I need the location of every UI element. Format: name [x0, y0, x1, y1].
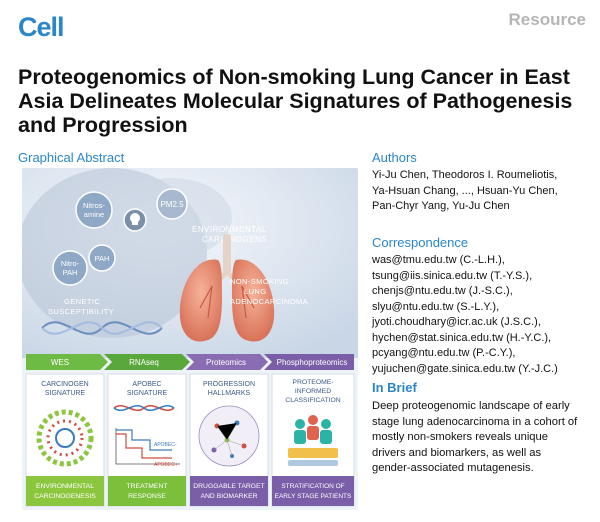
svg-text:CARCINOGENESIS: CARCINOGENESIS	[34, 493, 96, 500]
bubble-nitrosamine: Nitros- amine	[75, 191, 113, 229]
correspondence-email[interactable]: yujuchen@gate.sinica.edu.tw (Y.-J.C.)	[372, 362, 558, 375]
graphical-abstract-figure: Nitros- amine PM2.5 PAH Nitro- PAH ENVIR…	[22, 168, 358, 507]
correspondence-email[interactable]: tsung@iis.sinica.edu.tw (T.-Y.S.),	[372, 269, 533, 282]
label-non-smoking: NON-SMOKING	[230, 277, 289, 286]
pipeline-bar: WES RNAseq Proteomics Phosphoproteomics	[26, 354, 354, 370]
correspondence-email[interactable]: was@tmu.edu.tw (C.-L.H.),	[372, 254, 505, 266]
svg-text:amine: amine	[84, 210, 104, 219]
in-brief-line: gender-associated mutagenesis.	[372, 462, 534, 474]
svg-text:STRATIFICATION OF: STRATIFICATION OF	[281, 483, 344, 490]
svg-text:INFORMED: INFORMED	[295, 388, 331, 395]
author-line: Ya-Hsuan Chang, ..., Hsuan-Yu Chen,	[372, 184, 558, 197]
dna-helix-icon	[41, 321, 163, 335]
correspondence-email[interactable]: hychen@stat.sinica.edu.tw (H.-Y.C.),	[372, 331, 552, 344]
in-brief-line: stage lung adenocarcinoma in a cohort of	[372, 415, 578, 428]
bubble-nitro-pah: Nitro- PAH	[52, 250, 88, 286]
svg-text:ENVIRONMENTAL: ENVIRONMENTAL	[36, 483, 94, 490]
author-line: Yi-Ju Chen, Theodoros I. Roumeliotis,	[372, 169, 558, 181]
svg-text:ADENOCARCINOMA: ADENOCARCINOMA	[230, 297, 308, 306]
svg-text:PAH: PAH	[63, 268, 78, 277]
in-brief-section: In Brief Deep proteogenomic landscape of…	[372, 380, 594, 477]
in-brief-line: mostly non-smokers reveals unique	[372, 431, 548, 443]
svg-text:LUNG: LUNG	[244, 287, 266, 296]
correspondence-section: Correspondence was@tmu.edu.tw (C.-L.H.),…	[372, 235, 594, 377]
lungs-illustration	[179, 234, 275, 342]
correspondence-heading: Correspondence	[372, 235, 469, 250]
svg-text:CARCINOGENS: CARCINOGENS	[202, 235, 267, 244]
author-line: Pan-Chyr Yang, Yu-Ju Chen	[372, 200, 510, 212]
journal-logo: Cell	[18, 12, 65, 42]
in-brief-heading: In Brief	[372, 380, 417, 395]
svg-text:CLASSIFICATION: CLASSIFICATION	[285, 397, 340, 404]
article-type: Resource	[508, 10, 586, 29]
panel-carcinogen-signature: CARCINOGEN SIGNATURE ENVIRONMENTAL CARCI…	[25, 373, 105, 507]
svg-text:EARLY STAGE PATIENTS: EARLY STAGE PATIENTS	[275, 493, 352, 500]
svg-text:DRUGGABLE TARGET: DRUGGABLE TARGET	[193, 483, 265, 490]
apobec-minus-label: APOBEC-	[154, 442, 177, 448]
svg-text:SIGNATURE: SIGNATURE	[45, 390, 86, 397]
correspondence-email[interactable]: pcyang@ntu.edu.tw (P.-C.Y.),	[372, 347, 516, 359]
panel-progression-hallmarks: PROGRESSION HALLMARKS DRUGGABLE TARGET A…	[189, 373, 269, 507]
panel-proteome-classification: PROTEOME- INFORMED CLASSIFICATION STRATI…	[271, 373, 355, 507]
in-brief-line: drivers and biomarkers, as well as	[372, 446, 542, 459]
label-genetic: GENETIC	[64, 297, 100, 306]
authors-section: Authors Yi-Ju Chen, Theodoros I. Roumeli…	[372, 150, 594, 215]
bubble-pm25: PM2.5	[156, 188, 188, 220]
svg-text:RESPONSE: RESPONSE	[128, 493, 166, 500]
svg-text:PROGRESSION: PROGRESSION	[203, 381, 255, 388]
graphical-abstract-heading: Graphical Abstract	[18, 150, 125, 165]
svg-text:Nitros-: Nitros-	[83, 201, 106, 210]
svg-text:HALLMARKS: HALLMARKS	[208, 390, 251, 397]
correspondence-email[interactable]: jyoti.choudhary@icr.ac.uk (J.S.C.),	[372, 316, 541, 328]
correspondence-email[interactable]: slyu@ntu.edu.tw (S.-L.Y.),	[372, 300, 500, 313]
svg-text:PM2.5: PM2.5	[160, 200, 184, 209]
patients-icon	[288, 415, 338, 466]
article-title: Proteogenomics of Non-smoking Lung Cance…	[18, 65, 573, 137]
svg-text:PAH: PAH	[95, 254, 110, 263]
pipeline-step-phosphoproteomics: Phosphoproteomics	[277, 358, 348, 367]
label-env-carcinogens: ENVIRONMENTAL	[192, 225, 267, 234]
svg-text:PROTEOME-: PROTEOME-	[292, 379, 333, 386]
svg-text:TREATMENT: TREATMENT	[126, 483, 167, 490]
svg-text:SUSCEPTIBILITY: SUSCEPTIBILITY	[48, 307, 114, 316]
pipeline-step-wes: WES	[51, 358, 69, 367]
apobec-plus-label: APOBEC+	[154, 462, 178, 468]
svg-text:SIGNATURE: SIGNATURE	[127, 390, 168, 397]
graphical-abstract: Nitros- amine PM2.5 PAH Nitro- PAH ENVIR…	[22, 168, 358, 510]
correspondence-email[interactable]: chenjs@ntu.edu.tw (J.-S.C.),	[372, 285, 513, 297]
pipeline-step-rnaseq: RNAseq	[129, 358, 159, 367]
skull-icon	[123, 208, 147, 232]
pipeline-step-proteomics: Proteomics	[206, 358, 246, 367]
in-brief-line: Deep proteogenomic landscape of early	[372, 400, 570, 412]
svg-text:AND BIOMARKER: AND BIOMARKER	[200, 493, 257, 500]
bubble-pah: PAH	[88, 244, 116, 272]
authors-heading: Authors	[372, 150, 417, 165]
svg-text:CARCINOGEN: CARCINOGEN	[41, 381, 88, 388]
panel-apobec-signature: APOBEC SIGNATURE APOBEC- APOBEC+ TREATME…	[107, 373, 187, 507]
svg-text:Nitro-: Nitro-	[61, 259, 80, 268]
svg-text:APOBEC: APOBEC	[132, 381, 161, 388]
